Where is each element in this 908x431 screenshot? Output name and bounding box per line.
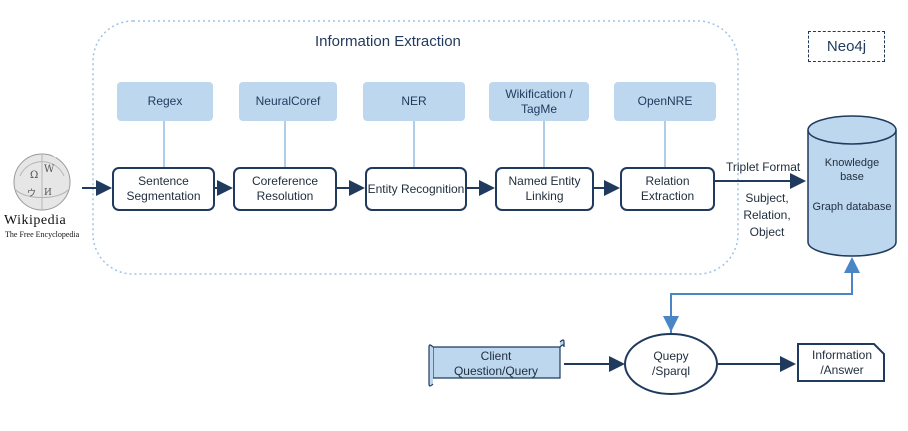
svg-text:W: W bbox=[44, 164, 55, 175]
quepy-node bbox=[624, 333, 718, 395]
client-query-label: Client Question/Query bbox=[453, 349, 539, 378]
step-relation-extraction: Relation Extraction bbox=[620, 167, 715, 211]
quepy-sparql-label: Quepy /Sparql bbox=[651, 349, 691, 378]
step-named-entity-linking: Named Entity Linking bbox=[495, 167, 594, 211]
svg-text:И: И bbox=[44, 188, 52, 198]
wikipedia-subtitle: The Free Encyclopedia bbox=[5, 230, 80, 239]
graph-database-cylinder bbox=[807, 115, 897, 257]
tool-ner: NER bbox=[363, 82, 465, 121]
client-query-scroll bbox=[428, 339, 565, 387]
tool-wikification-tagme: Wikification / TagMe bbox=[489, 82, 589, 121]
svg-text:Ω: Ω bbox=[30, 170, 38, 181]
pipeline-arrows bbox=[82, 173, 806, 196]
information-extraction-panel bbox=[92, 20, 739, 275]
triplet-fields-label: Subject, Relation, Object bbox=[743, 191, 791, 239]
step-entity-recognition: Entity Recognition bbox=[365, 167, 467, 211]
tool-neuralcoref: NeuralCoref bbox=[239, 82, 337, 121]
tool-regex: Regex bbox=[117, 82, 213, 121]
wikipedia-title: Wikipedia bbox=[4, 213, 67, 228]
db-query-connector bbox=[663, 257, 860, 333]
neo4j-label: Neo4j bbox=[808, 31, 885, 62]
information-answer-label: Information /Answer bbox=[811, 348, 873, 377]
graph-database-label: Graph database bbox=[812, 201, 892, 213]
triplet-format-label: Triplet Format bbox=[726, 160, 801, 174]
step-coreference-resolution: Coreference Resolution bbox=[233, 167, 337, 211]
step-sentence-segmentation: Sentence Segmentation bbox=[112, 167, 215, 211]
panel-title: Information Extraction bbox=[315, 33, 461, 50]
tool-opennre: OpenNRE bbox=[614, 82, 716, 121]
svg-text:ウ: ウ bbox=[27, 188, 36, 199]
knowledge-base-label: Knowledge base bbox=[824, 157, 880, 183]
answer-node bbox=[797, 343, 885, 382]
wikipedia-globe-logo: Ω W И ウ bbox=[13, 150, 71, 211]
tool-connectors bbox=[163, 121, 666, 167]
